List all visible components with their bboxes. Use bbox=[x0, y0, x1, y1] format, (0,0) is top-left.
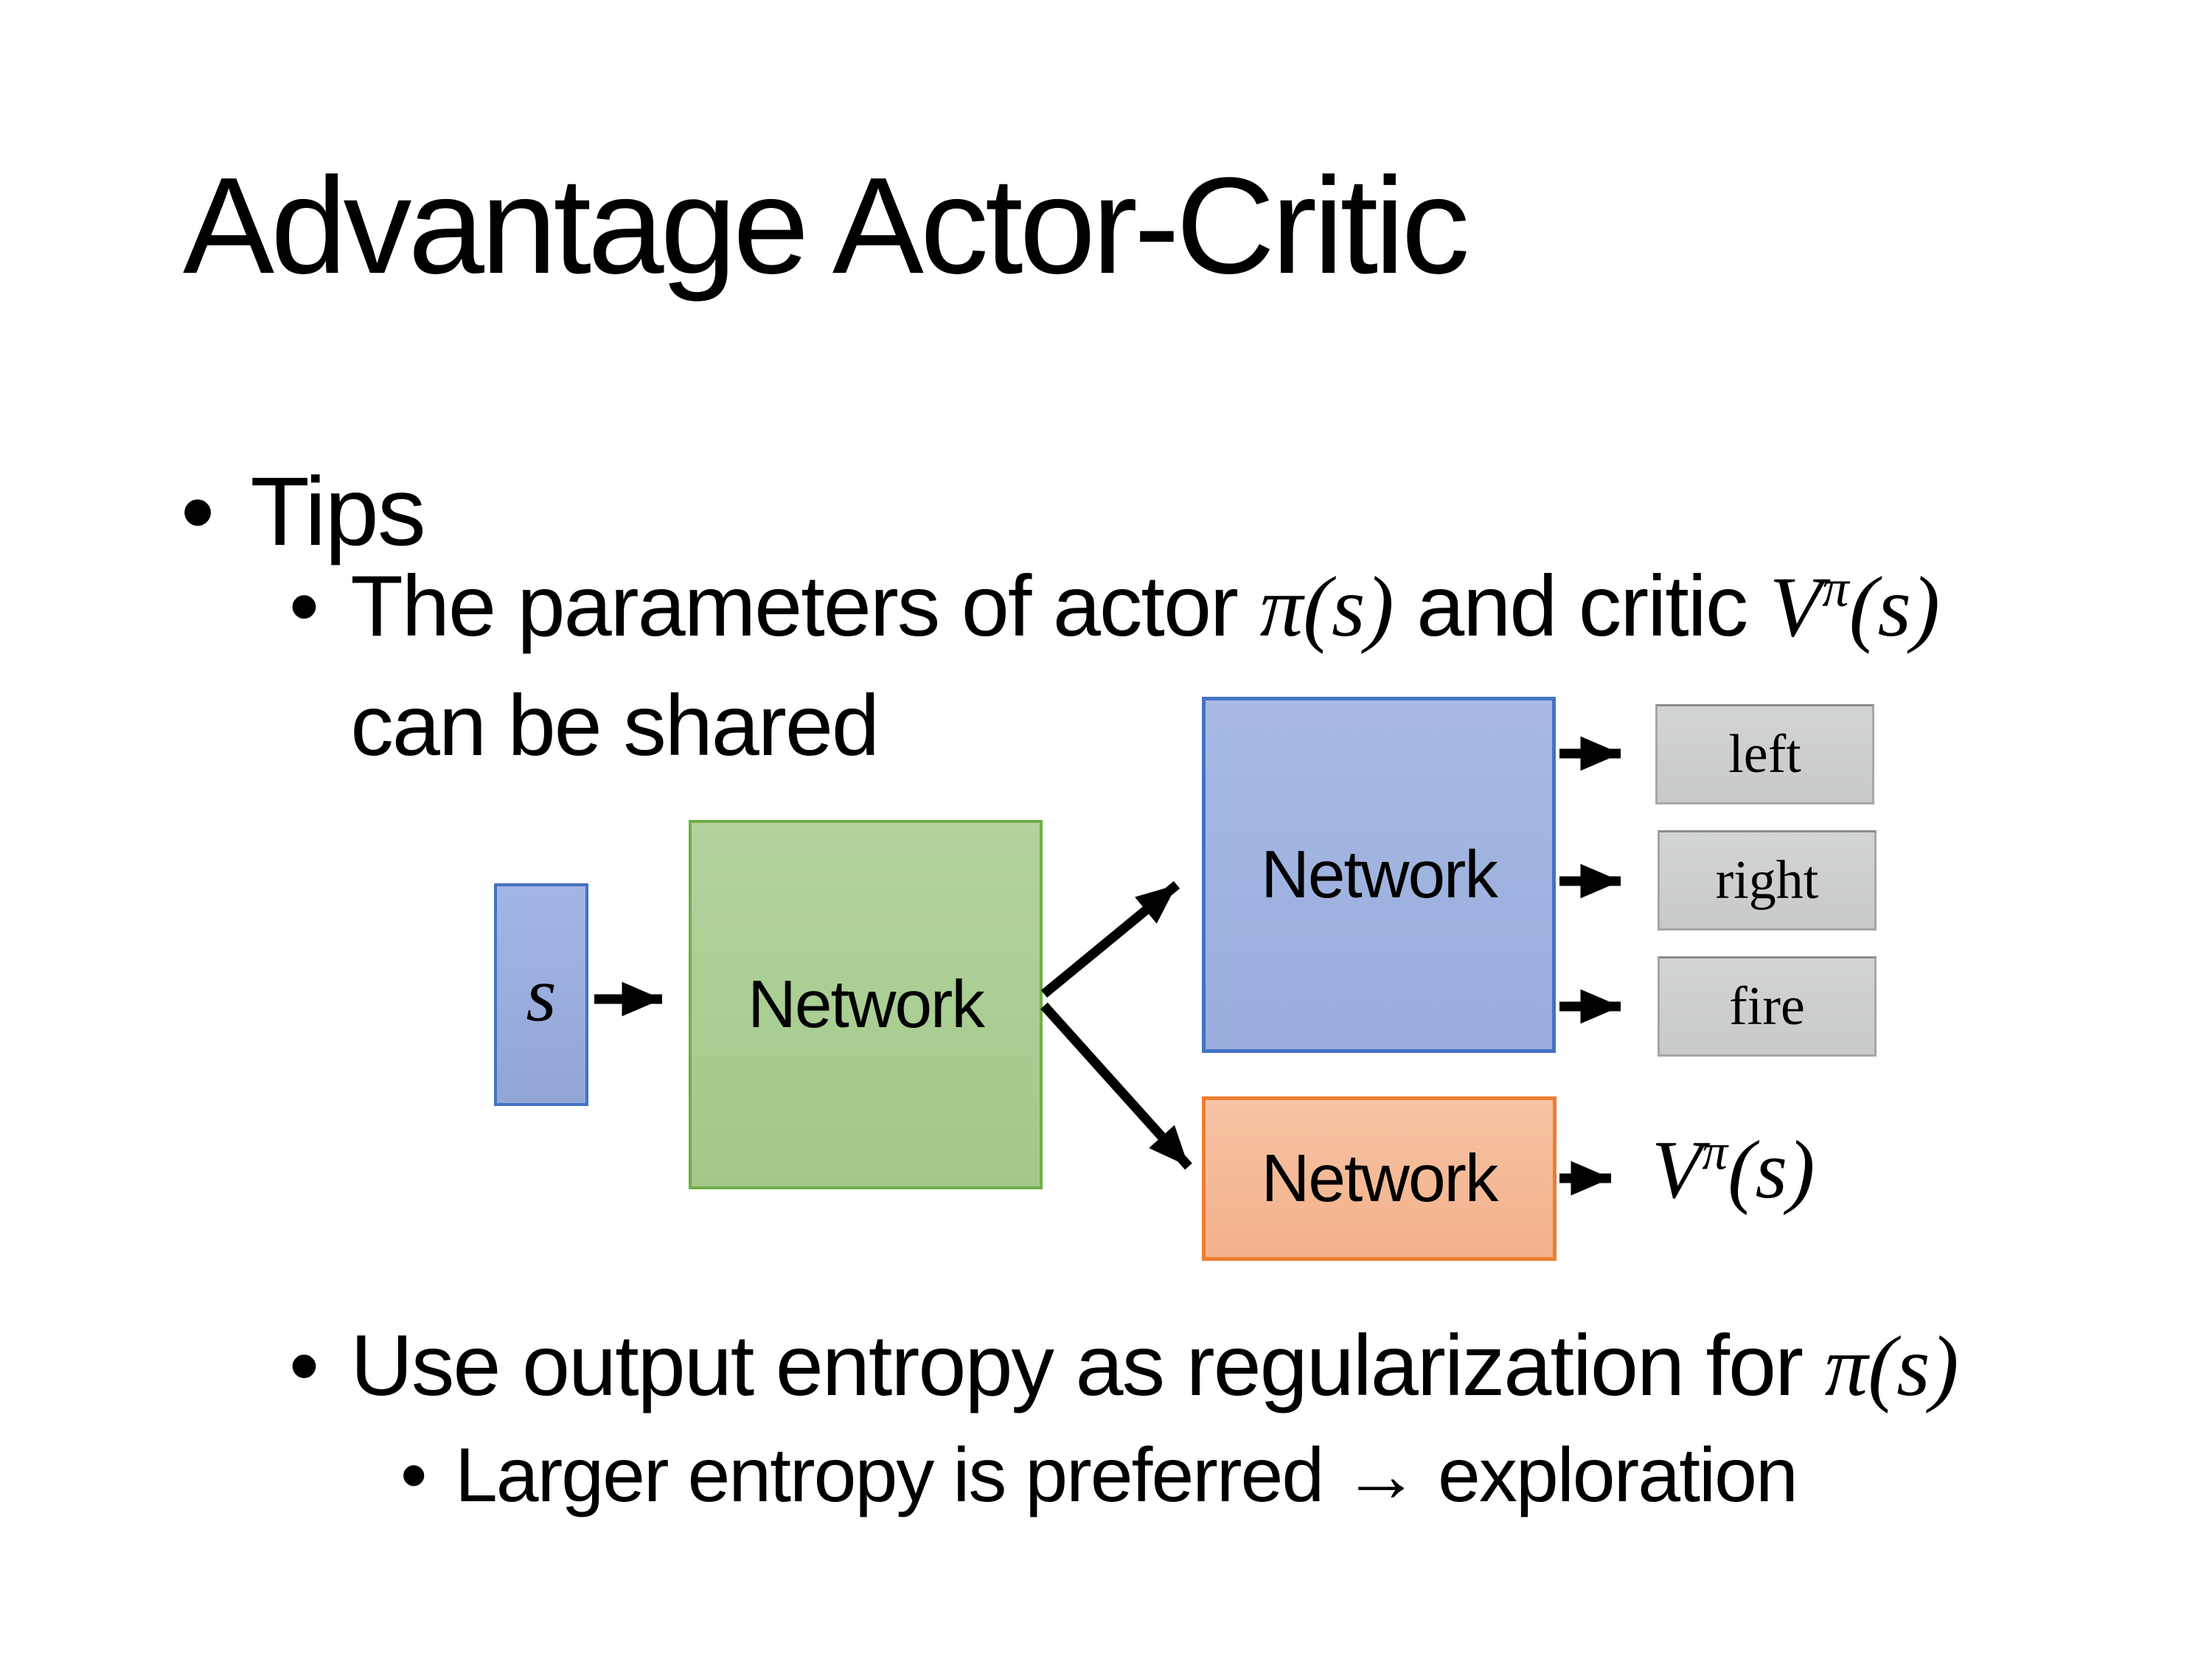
bullet-dot-icon: • bbox=[400, 1433, 427, 1518]
bullet-dot-icon: • bbox=[181, 457, 215, 566]
math-critic-value: Vπ(s) bbox=[1770, 560, 1940, 655]
math-value-superscript: π bbox=[1822, 558, 1849, 618]
text-run: Use output entropy as regularization for bbox=[350, 1317, 1825, 1413]
page-title: Advantage Actor-Critic bbox=[183, 150, 1470, 302]
bullet-shared-parameters: • The parameters of actor π(s) and criti… bbox=[289, 547, 1940, 785]
math-pi-s: π(s) bbox=[1824, 1319, 1959, 1414]
shared-network-label: Network bbox=[748, 967, 985, 1042]
value-output-args: (s) bbox=[1728, 1124, 1815, 1216]
math-actor-pi-s: π(s) bbox=[1259, 560, 1394, 655]
bullet-larger-entropy-label: Larger entropy is preferred → exploratio… bbox=[454, 1433, 1798, 1518]
critic-network-label: Network bbox=[1261, 1141, 1499, 1216]
state-label: s bbox=[526, 951, 557, 1037]
bullet-shared-parameters-line1: The parameters of actor π(s) and critic … bbox=[350, 547, 1940, 667]
arrow-shared-to-actor bbox=[1040, 880, 1180, 998]
value-output-base: V bbox=[1652, 1124, 1703, 1216]
bullet-tips-label: Tips bbox=[250, 457, 425, 566]
state-box: s bbox=[494, 883, 588, 1106]
bullet-shared-parameters-line2: can be shared bbox=[350, 677, 880, 774]
actor-network-box: Network bbox=[1202, 697, 1556, 1053]
action-label-fire: fire bbox=[1729, 975, 1805, 1037]
text-run: The parameters of actor bbox=[350, 557, 1260, 654]
action-box-fire: fire bbox=[1658, 956, 1877, 1057]
text-run: and critic bbox=[1394, 557, 1770, 654]
bullet-tips: • Tips bbox=[181, 445, 426, 579]
value-output: Vπ(s) bbox=[1652, 1121, 1815, 1220]
arrow-shared-to-critic bbox=[1040, 1002, 1192, 1170]
bullet-shared-parameters-text: The parameters of actor π(s) and critic … bbox=[350, 547, 1940, 785]
action-label-right: right bbox=[1715, 849, 1819, 911]
critic-network-box: Network bbox=[1202, 1096, 1557, 1261]
shared-network-box: Network bbox=[689, 820, 1043, 1189]
value-output-superscript: π bbox=[1702, 1124, 1728, 1181]
math-value-base: V bbox=[1769, 560, 1823, 655]
action-label-left: left bbox=[1728, 723, 1801, 785]
action-box-left: left bbox=[1655, 704, 1874, 804]
bullet-entropy-regularization: • Use output entropy as regularization f… bbox=[289, 1307, 1959, 1426]
bullet-larger-entropy: • Larger entropy is preferred → explorat… bbox=[400, 1423, 1798, 1528]
bullet-dot-icon: • bbox=[289, 557, 319, 654]
math-value-args: (s) bbox=[1848, 560, 1941, 655]
action-box-right: right bbox=[1658, 830, 1877, 931]
bullet-entropy-regularization-text: Use output entropy as regularization for… bbox=[350, 1307, 1958, 1426]
bullet-dot-icon: • bbox=[289, 1317, 319, 1413]
actor-network-label: Network bbox=[1261, 837, 1498, 912]
